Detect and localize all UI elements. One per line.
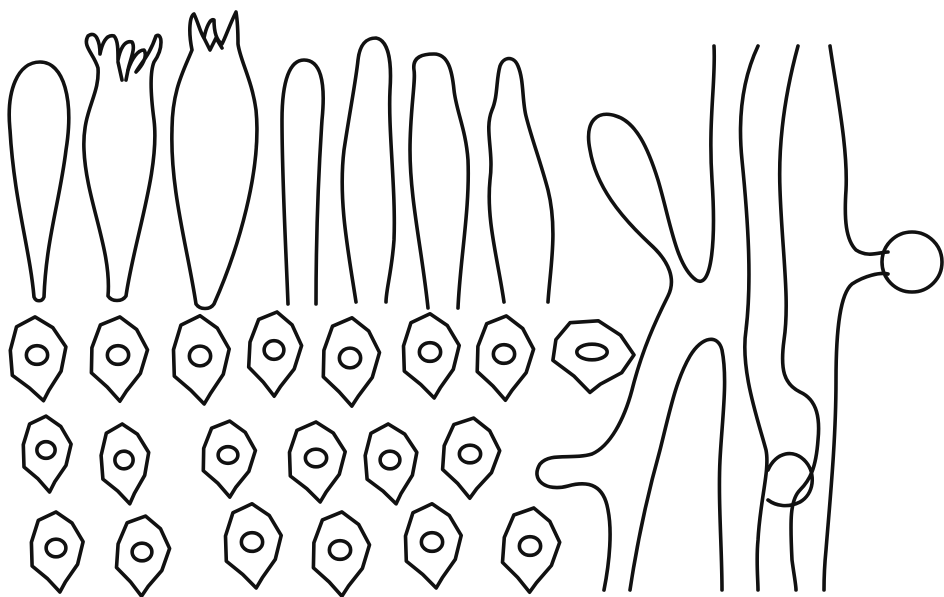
sterigma-line xyxy=(126,70,128,80)
spore xyxy=(101,424,149,504)
spore xyxy=(31,512,83,592)
spore xyxy=(91,317,147,401)
spore-outline xyxy=(323,318,379,406)
spore-outline xyxy=(404,314,460,398)
spore-outline xyxy=(174,316,230,404)
spore-nucleus xyxy=(519,537,540,556)
spore xyxy=(406,504,462,588)
spore-outline xyxy=(91,317,147,401)
spore-nucleus xyxy=(329,541,350,560)
spore xyxy=(174,316,230,404)
terminal-vesicle xyxy=(882,232,942,292)
hypha-with-vesicle xyxy=(830,46,888,254)
spore-nucleus xyxy=(264,341,284,360)
spore-outline xyxy=(31,512,83,592)
spore xyxy=(313,512,369,596)
spore-nucleus xyxy=(421,533,442,552)
spore-outline xyxy=(117,516,170,596)
spore xyxy=(443,418,500,498)
spore xyxy=(404,314,460,398)
spore-nucleus xyxy=(305,449,326,467)
spore-nucleus xyxy=(493,345,514,364)
branched-hypha xyxy=(537,46,714,590)
spore-outline xyxy=(249,312,302,396)
spore-outline xyxy=(503,508,560,592)
spore-outline xyxy=(10,317,66,401)
hypha-with-clamp xyxy=(780,46,819,590)
spore xyxy=(477,316,533,400)
spore-nucleus xyxy=(189,346,210,366)
spore-nucleus xyxy=(577,344,607,360)
spore-outline xyxy=(406,504,462,588)
clamp-connection xyxy=(768,454,812,506)
lageniform-cystidium xyxy=(489,59,553,303)
spore-nucleus xyxy=(459,445,480,463)
spore xyxy=(117,516,170,596)
spore-nucleus xyxy=(241,533,262,552)
spore-outline xyxy=(477,316,533,400)
spore-nucleus xyxy=(37,442,55,459)
spore xyxy=(503,508,560,592)
spore-outline xyxy=(226,504,282,588)
spore-outline xyxy=(101,424,149,504)
spore xyxy=(365,424,417,504)
spore xyxy=(323,318,379,406)
sterigma-line xyxy=(118,62,122,80)
spore-nucleus xyxy=(132,543,152,561)
spore-nucleus xyxy=(107,346,128,365)
spore xyxy=(290,422,346,502)
spore-nucleus xyxy=(46,539,66,557)
hypha-with-clamp xyxy=(741,46,767,590)
spore xyxy=(553,321,634,393)
spore-outline xyxy=(365,424,417,504)
spore xyxy=(10,317,66,401)
spore xyxy=(203,421,255,497)
clavate-cystidium xyxy=(9,62,68,301)
spore-nucleus xyxy=(115,451,133,469)
basidium-with-sterigmata xyxy=(172,12,257,309)
spore-nucleus xyxy=(419,343,440,362)
spore-outline xyxy=(553,321,634,393)
spore-outline xyxy=(23,416,71,492)
spore-outline xyxy=(290,422,346,502)
hypha-with-vesicle xyxy=(824,273,888,590)
spore-outline xyxy=(203,421,255,497)
spore-nucleus xyxy=(380,451,400,469)
branched-hypha xyxy=(630,339,725,590)
spore-nucleus xyxy=(26,346,47,365)
spore-nucleus xyxy=(339,348,360,368)
spore-nucleus xyxy=(218,447,238,464)
spore-outline xyxy=(313,512,369,596)
cylindrical-cystidium xyxy=(282,60,323,304)
fusiform-cystidium xyxy=(410,54,468,308)
spore xyxy=(249,312,302,396)
cylindrical-cystidium xyxy=(342,38,394,302)
spore xyxy=(23,416,71,492)
spore-outline xyxy=(443,418,500,498)
spore xyxy=(226,504,282,588)
